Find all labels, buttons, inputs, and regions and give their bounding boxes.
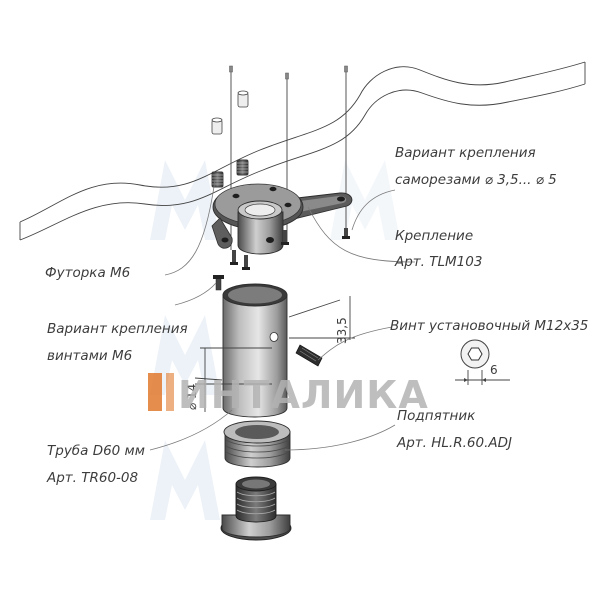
foot-base-bolt [220, 476, 292, 541]
tube-d60 [222, 283, 288, 418]
label-tube: Труба D60 мм Арт. TR60-08 [46, 443, 145, 486]
svg-text:Арт. TLM103: Арт. TLM103 [394, 254, 482, 270]
wood-screw-long-3 [344, 65, 348, 238]
svg-text:Арт. HL.R.60.ADJ: Арт. HL.R.60.ADJ [396, 435, 512, 451]
foot-threaded-ring [223, 420, 291, 468]
m6-bolt [213, 275, 224, 291]
label-bolt-option: Вариант крепления винтами М6 [47, 321, 188, 364]
label-set-screw: Винт установочный М12х35 [390, 318, 588, 334]
svg-text:Арт. TR60-08: Арт. TR60-08 [46, 470, 138, 486]
hex-socket-detail [455, 339, 510, 385]
svg-text:Вариант крепления: Вариант крепления [47, 321, 188, 337]
flange-bolt-3 [281, 230, 289, 245]
insert-nut-1 [236, 159, 249, 176]
svg-text:Труба D60 мм: Труба D60 мм [47, 443, 145, 459]
flange-bolt-4 [342, 228, 350, 239]
mounting-flange [211, 183, 353, 255]
svg-text:саморезами ⌀ 3,5... ⌀ 5: саморезами ⌀ 3,5... ⌀ 5 [395, 172, 557, 188]
svg-text:Вариант крепления: Вариант крепления [395, 145, 536, 161]
flange-bolt-1 [230, 250, 238, 265]
screw-sleeve-1 [237, 90, 249, 108]
dimension-hex-key: 6 [490, 363, 498, 377]
dimension-hole-diameter: ⌀ 14 [185, 384, 199, 410]
leader-lines [149, 179, 416, 451]
watermark-brand: ИНТАЛИКА [148, 373, 429, 417]
watermark-logo-marks [150, 160, 400, 520]
flange-bolt-2 [242, 255, 250, 270]
dimension-hole-height: 33,5 [335, 317, 349, 344]
insert-nut-2 [211, 171, 224, 188]
watermark-text: ИНТАЛИКА [178, 373, 429, 417]
dimension-lines [194, 296, 355, 412]
watermark-accent-bar [148, 373, 162, 411]
svg-text:Подпятник: Подпятник [397, 408, 476, 424]
label-screw-option: Вариант крепления саморезами ⌀ 3,5... ⌀ … [395, 145, 557, 188]
svg-text:винтами М6: винтами М6 [47, 348, 132, 364]
label-foot: Подпятник Арт. HL.R.60.ADJ [396, 408, 512, 451]
label-insert-nut: Футорка М6 [45, 265, 130, 281]
svg-text:Крепление: Крепление [395, 228, 473, 244]
screw-sleeve-2 [211, 117, 223, 135]
label-fastener: Крепление Арт. TLM103 [394, 228, 482, 270]
set-screw-m12x35 [295, 344, 323, 367]
